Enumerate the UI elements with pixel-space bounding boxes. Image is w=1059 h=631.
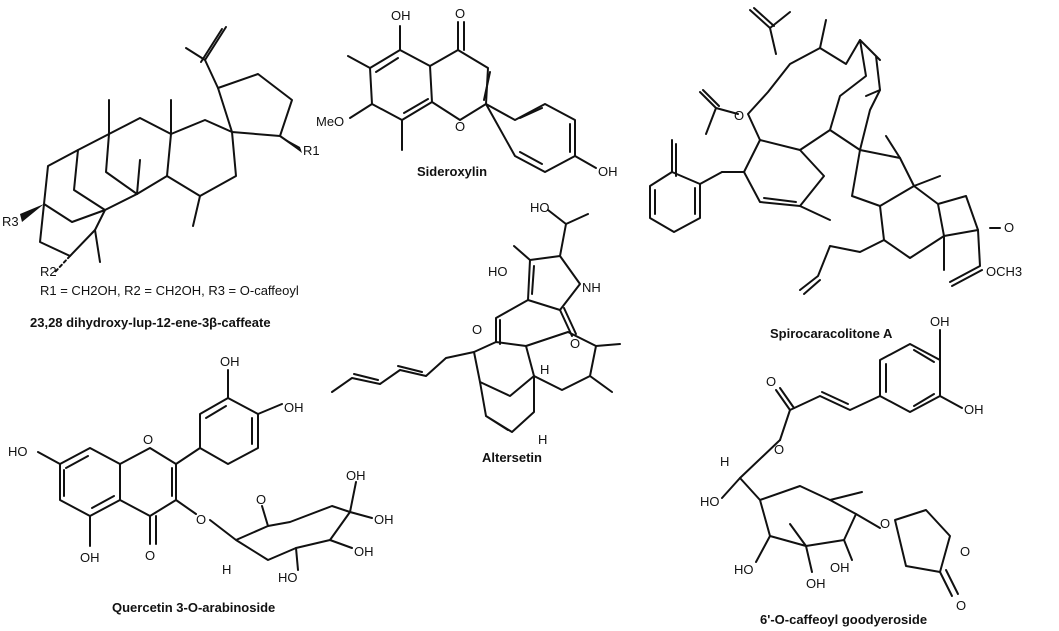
spirocaracolitone-structure: O O OCH3	[649, 7, 1022, 295]
goodyeroside-oh-a: OH	[930, 314, 950, 329]
goodyeroside-oh-2: OH	[806, 576, 826, 591]
altersetin-h1: H	[540, 362, 549, 377]
sideroxylin-oh-top: OH	[391, 8, 411, 23]
quercetin-sugar-oh1: OH	[354, 544, 374, 559]
quercetin-ho-7: HO	[8, 444, 28, 459]
r1-label: R1	[303, 143, 320, 158]
altersetin-acyl-o: O	[472, 322, 482, 337]
spiro-ester-o: O	[734, 108, 744, 123]
altersetin-name: Altersetin	[482, 450, 542, 465]
quercetin-sugar-o: O	[256, 492, 266, 507]
quercetin-sugar-oh3: OH	[374, 512, 394, 527]
sideroxylin-ring-o: O	[455, 119, 465, 134]
lupane-structure: R1 R2 R3	[2, 26, 320, 279]
altersetin-nh: NH	[582, 280, 601, 295]
sideroxylin-oh-phenol: OH	[598, 164, 618, 179]
altersetin-h2: H	[538, 432, 547, 447]
lupane-substituent-formula: R1 = CH2OH, R2 = CH2OH, R3 = O-caffeoyl	[40, 283, 299, 298]
spiro-och3: OCH3	[986, 264, 1022, 279]
goodyeroside-ho-2: HO	[734, 562, 754, 577]
lupane-compound-name: 23,28 dihydroxy-lup-12-ene-3β-caffeate	[30, 315, 271, 330]
goodyeroside-lactone-o: O	[960, 544, 970, 559]
goodyeroside-glycosidic-o: O	[880, 516, 890, 531]
spiro-ketone-o: O	[1004, 220, 1014, 235]
spirocaracolitone-name: Spirocaracolitone A	[770, 326, 893, 341]
quercetin-oh-b: OH	[284, 400, 304, 415]
goodyeroside-ester-o: O	[774, 442, 784, 457]
altersetin-ho-side: HO	[530, 200, 550, 215]
goodyeroside-h: H	[720, 454, 729, 469]
altersetin-structure: HO HO NH O O H H	[331, 200, 621, 447]
quercetin-carbonyl-o: O	[145, 548, 155, 563]
quercetin-sugar-oh2: OH	[346, 468, 366, 483]
altersetin-amide-o: O	[570, 336, 580, 351]
quercetin-name: Quercetin 3-O-arabinoside	[112, 600, 275, 615]
r2-label: R2	[40, 264, 57, 279]
quercetin-sugar-h: H	[222, 562, 231, 577]
sideroxylin-structure: OH O MeO O OH	[316, 6, 618, 179]
goodyeroside-ho-1: HO	[700, 494, 720, 509]
sideroxylin-carbonyl-o: O	[455, 6, 465, 21]
quercetin-structure: OH OH HO O O OH O O HO OH OH OH H	[8, 354, 394, 585]
r3-label: R3	[2, 214, 19, 229]
goodyeroside-name: 6'-O-caffeoyl goodyeroside	[760, 612, 927, 627]
sideroxylin-meo: MeO	[316, 114, 344, 129]
goodyeroside-oh-b: OH	[964, 402, 984, 417]
altersetin-ho-ring: HO	[488, 264, 508, 279]
goodyeroside-carbonyl-o: O	[766, 374, 776, 389]
quercetin-sugar-ho: HO	[278, 570, 298, 585]
quercetin-glycosidic-o: O	[196, 512, 206, 527]
sideroxylin-name: Sideroxylin	[417, 164, 487, 179]
quercetin-ring-o: O	[143, 432, 153, 447]
quercetin-oh-5: OH	[80, 550, 100, 565]
goodyeroside-structure: OH OH O O HO HO OH OH O O O H	[700, 314, 984, 613]
goodyeroside-lactone-carbonyl-o: O	[956, 598, 966, 613]
quercetin-oh-a: OH	[220, 354, 240, 369]
goodyeroside-oh-1: OH	[830, 560, 850, 575]
